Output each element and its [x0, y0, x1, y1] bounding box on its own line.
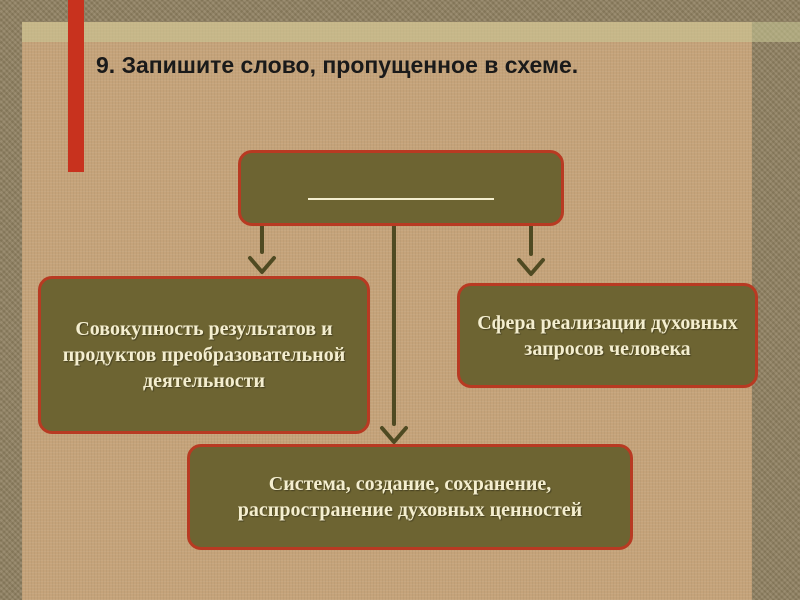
arrowhead-right-node [517, 258, 545, 276]
arrowhead-bottom-node [380, 426, 408, 444]
missing-word-node [238, 150, 564, 226]
node-spiritual-values-system-text: Система, создание, сохранение, распростр… [237, 473, 583, 521]
node-spiritual-needs-text: Сфера реализации духовных запросов челов… [477, 311, 738, 360]
node-results-products-text: Совокупность результатов и продуктов пре… [62, 318, 346, 392]
node-results-products: Совокупность результатов и продуктов пре… [38, 276, 370, 434]
node-spiritual-needs: Сфера реализации духовных запросов челов… [457, 283, 758, 388]
top-band [22, 22, 800, 42]
node-spiritual-values-system: Система, создание, сохранение, распростр… [187, 444, 633, 550]
blank-line [308, 198, 494, 200]
question-title: 9. Запишите слово, пропущенное в схеме. [96, 52, 579, 78]
arrowhead-left-node [248, 256, 276, 274]
red-accent-bar [68, 0, 84, 172]
